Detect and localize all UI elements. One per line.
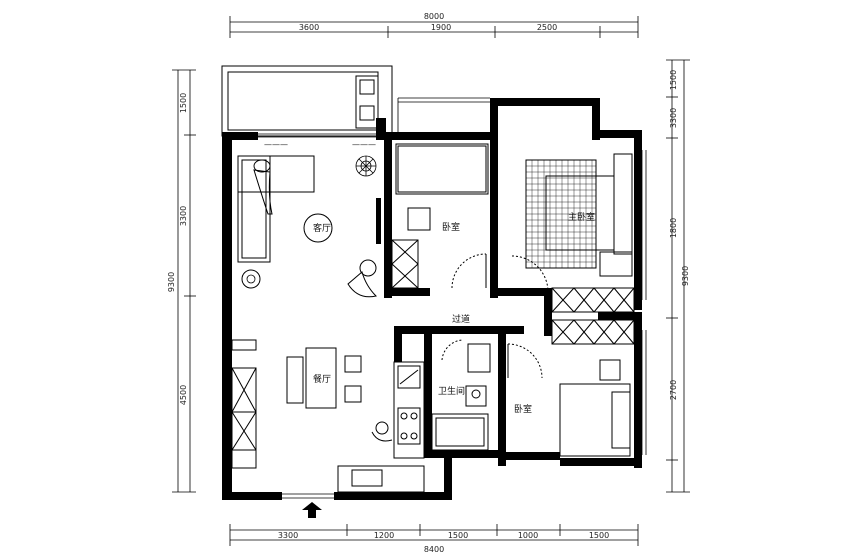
left-cabinets bbox=[231, 339, 257, 469]
coffee-table bbox=[303, 213, 333, 243]
dim-left-seg-3: 4500 bbox=[179, 385, 188, 405]
dim-top-seg-3: 2500 bbox=[537, 23, 557, 32]
kitchen-counter bbox=[337, 361, 425, 493]
dim-bottom-overall: 8400 bbox=[424, 545, 444, 554]
dining-table bbox=[286, 347, 362, 409]
dim-bottom-seg-3: 1500 bbox=[448, 531, 468, 540]
entrance-arrow bbox=[302, 502, 322, 518]
bedroom-right bbox=[511, 153, 633, 293]
dim-bottom-seg-4: 1000 bbox=[518, 531, 538, 540]
dim-left-overall: 9300 bbox=[167, 272, 176, 292]
dimension-top bbox=[229, 16, 639, 38]
label-living: 客厅 bbox=[313, 222, 331, 234]
master-bedroom-furniture bbox=[507, 343, 631, 457]
dim-bottom-seg-2: 1200 bbox=[374, 531, 394, 540]
dimension-left bbox=[172, 69, 196, 493]
dim-left-seg-2: 3300 bbox=[179, 206, 188, 226]
label-bathroom: 卫生间 bbox=[438, 385, 465, 397]
label-bedroom-second: 卧室 bbox=[514, 403, 532, 415]
small-bedroom-furniture bbox=[391, 143, 489, 289]
dim-right-overall: 9300 bbox=[681, 266, 690, 286]
dim-top-overall: 8000 bbox=[424, 12, 444, 21]
bathroom-fixtures bbox=[431, 339, 491, 451]
balcony bbox=[221, 65, 393, 137]
walls bbox=[222, 98, 642, 500]
dim-right-seg-4: 2700 bbox=[669, 380, 678, 400]
dim-bottom-seg-5: 1500 bbox=[589, 531, 609, 540]
sofa bbox=[237, 155, 315, 263]
dim-right-seg-2: 3300 bbox=[669, 108, 678, 128]
dim-left-seg-1: 1500 bbox=[179, 93, 188, 113]
label-dining: 餐厅 bbox=[313, 373, 331, 385]
armchair bbox=[347, 259, 377, 298]
window-lines bbox=[258, 97, 647, 499]
dim-top-seg-1: 3600 bbox=[299, 23, 319, 32]
plant bbox=[355, 155, 377, 177]
label-corridor: 过道 bbox=[452, 313, 470, 325]
dimension-bottom bbox=[229, 524, 639, 546]
balcony-note-left: ——— bbox=[264, 140, 288, 149]
label-bedroom-small: 卧室 bbox=[442, 221, 460, 233]
person-figure bbox=[253, 159, 273, 220]
cook-figure bbox=[371, 421, 393, 442]
dim-right-seg-1: 1500 bbox=[669, 70, 678, 90]
side-lamp bbox=[241, 269, 261, 289]
dim-right-seg-3: 1800 bbox=[669, 218, 678, 238]
dim-bottom-seg-1: 3300 bbox=[278, 531, 298, 540]
label-bedroom-master: 主卧室 bbox=[568, 211, 595, 223]
balcony-note-right: ——— bbox=[352, 140, 376, 149]
tv-cabinet bbox=[376, 198, 381, 244]
rug-grid bbox=[525, 159, 596, 269]
dim-top-seg-2: 1900 bbox=[431, 23, 451, 32]
wardrobe bbox=[551, 287, 635, 345]
dimension-right bbox=[666, 59, 690, 493]
